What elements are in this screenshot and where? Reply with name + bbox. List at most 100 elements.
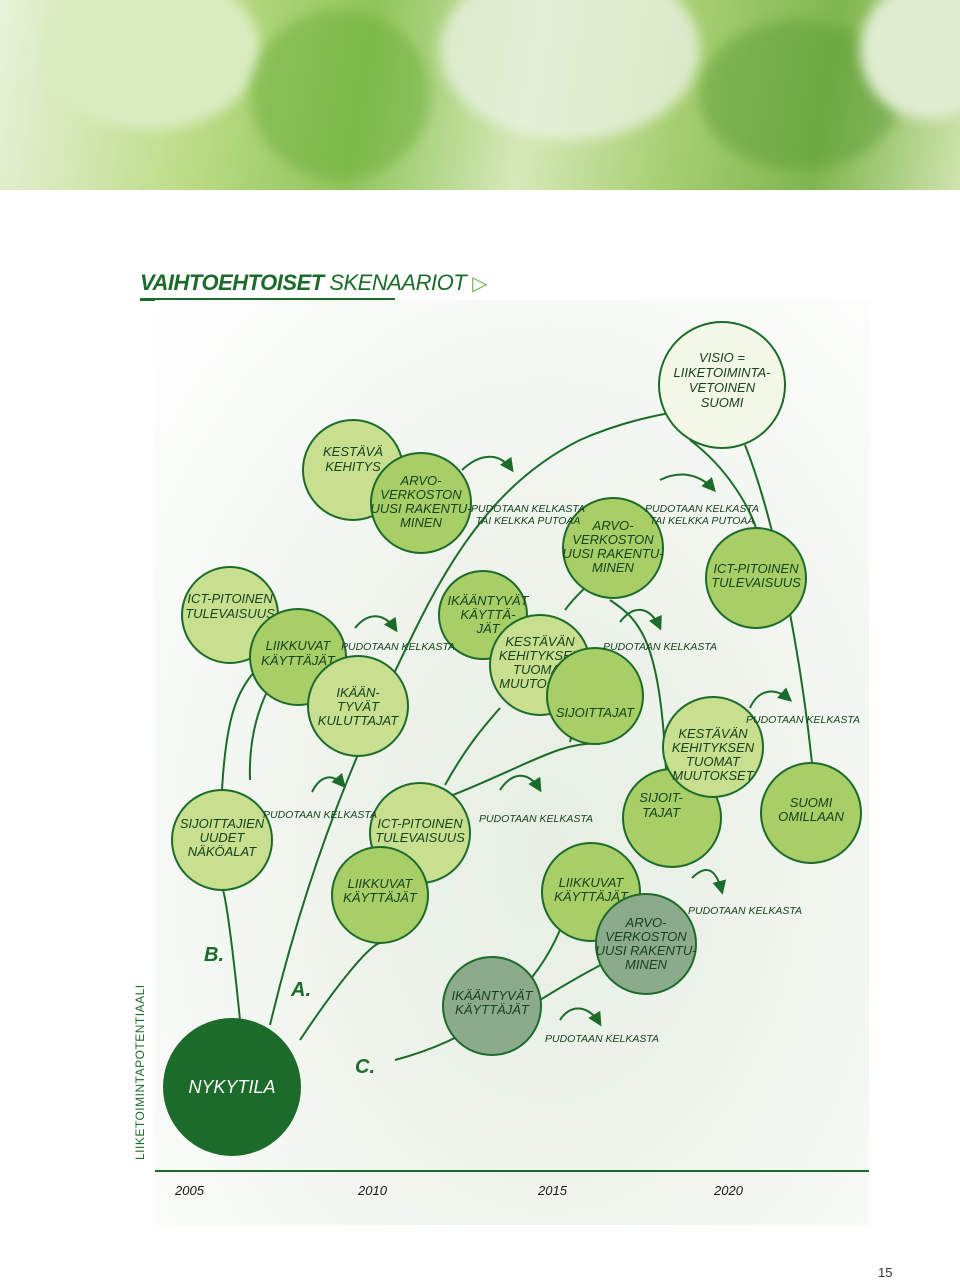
node-label: VERKOSTON — [605, 929, 687, 944]
year-2020: 2020 — [714, 1183, 743, 1198]
node-label: LIIKETOIMINTA- — [673, 365, 771, 380]
page-title: VAIHTOEHTOISET SKENAARIOT▷ — [140, 270, 488, 296]
drop-arrow-1 — [461, 455, 514, 473]
scenario-path-7 — [444, 707, 501, 786]
node-label: KÄYTTÄJÄT — [343, 890, 418, 905]
node-circle — [662, 696, 764, 798]
scenario-letters: A. B. C. — [204, 944, 375, 1078]
scenario-path-5 — [299, 942, 381, 1041]
label-drop-9: PUDOTAAN KELKASTA — [545, 1033, 659, 1045]
node-label: KÄYTTÄJÄT — [554, 889, 629, 904]
node-label: ICT-PITOINEN — [713, 561, 799, 576]
node-label: SUOMI — [790, 795, 833, 810]
node-label: ICT-PITOINEN — [187, 591, 273, 606]
node-label: KÄYTTÄJÄT — [455, 1002, 530, 1017]
scenario-path-2 — [221, 667, 259, 791]
scenario-letter-c: C. — [355, 1056, 375, 1078]
node-label: KEHITYKSEN — [672, 740, 755, 755]
page-number: 15 — [878, 1265, 893, 1280]
node-label: IKÄÄNTYVÄT — [448, 593, 530, 608]
node-circle — [442, 956, 542, 1056]
node-nykytila: NYKYTILA — [163, 1018, 301, 1156]
node-label: TUOMAT — [686, 754, 741, 769]
drop-label-text: PUDOTAAN KELKASTA — [479, 813, 593, 825]
node-circle — [171, 789, 273, 891]
node-label: KESTÄVÄ — [323, 444, 383, 459]
drop-arrow-2 — [659, 473, 716, 493]
node-label: IKÄÄNTYVÄT — [452, 988, 534, 1003]
scenario-letter-a: A. — [290, 979, 311, 1001]
node-label: TULEVAISUUS — [375, 830, 465, 845]
node-label: KULUTTAJAT — [318, 713, 399, 728]
node-label: NÄKÖALAT — [188, 844, 257, 859]
drop-label-text: PUDOTAAN KELKASTA — [746, 714, 860, 726]
year-2015: 2015 — [538, 1183, 567, 1198]
node-a-sijoittajat: SIJOITTAJAT — [546, 647, 644, 745]
node-circle — [595, 893, 697, 995]
drop-label-text: PUDOTAAN KELKASTA — [688, 905, 802, 917]
scenario-path-4 — [269, 409, 701, 1026]
drop-arrow-3 — [354, 615, 398, 633]
drop-arrows — [311, 455, 793, 1027]
node-label: KEHITYKSEN — [499, 648, 582, 663]
node-label: LIIKKUVAT — [559, 875, 625, 890]
drop-arrow-9 — [559, 1007, 602, 1027]
node-label: KEHITYS — [325, 459, 381, 474]
title-bold: VAIHTOEHTOISET — [140, 270, 324, 295]
drop-arrow-6 — [499, 774, 542, 793]
node-label: ARVO- — [592, 518, 635, 533]
node-label: ICT-PITOINEN — [377, 816, 463, 831]
label-drop-8: PUDOTAAN KELKASTA — [688, 905, 802, 917]
label-drop-4: PUDOTAAN KELKASTA — [603, 641, 717, 653]
node-label: SIJOIT- — [639, 790, 683, 805]
node-circle — [705, 527, 807, 629]
header-photo — [0, 0, 960, 190]
node-circle — [562, 497, 664, 599]
title-regular: SKENAARIOT — [329, 270, 467, 295]
node-label: SIJOITTAJAT — [556, 705, 635, 720]
node-label: JÄT — [475, 621, 500, 636]
node-label: MINEN — [592, 560, 635, 575]
node-label: TYVÄT — [337, 699, 380, 714]
node-label: MUUTOKSET — [672, 768, 754, 783]
drop-label-text: TAI KELKKA PUTOAA — [650, 515, 755, 527]
node-circle — [658, 321, 786, 449]
node-circle — [307, 655, 409, 757]
timeline-axis — [155, 1170, 869, 1172]
node-label: MINEN — [400, 515, 443, 530]
node-label: LIIKKUVAT — [266, 638, 332, 653]
year-2005: 2005 — [175, 1183, 204, 1198]
node-label: IKÄÄN- — [336, 685, 380, 700]
node-label: SIJOITTAJIEN — [180, 816, 265, 831]
label-drop-3: PUDOTAAN KELKASTA — [341, 641, 455, 653]
label-drop-7: PUDOTAAN KELKASTA — [746, 714, 860, 726]
node-circle — [331, 846, 429, 944]
node-label: UUDET — [200, 830, 246, 845]
drop-label-text: PUDOTAAN KELKASTA — [645, 503, 759, 515]
node-label: ARVO- — [400, 473, 443, 488]
node-label: VERKOSTON — [572, 532, 654, 547]
scenario-path-16 — [609, 599, 667, 771]
node-label: ARVO- — [625, 915, 668, 930]
node-circle — [546, 647, 644, 745]
play-arrow-icon: ▷ — [472, 273, 488, 295]
scenario-letter-b: B. — [204, 944, 224, 966]
node-label: VETOINEN — [689, 380, 756, 395]
node-label: SUOMI — [701, 395, 744, 410]
node-label: TAJAT — [642, 805, 681, 820]
node-label: OMILLAAN — [778, 809, 844, 824]
node-circle — [370, 452, 472, 554]
drop-label-text: PUDOTAAN KELKASTA — [263, 809, 377, 821]
node-label: LIIKKUVAT — [348, 876, 414, 891]
node-label: TULEVAISUUS — [711, 575, 801, 590]
drop-arrow-4 — [619, 609, 662, 631]
